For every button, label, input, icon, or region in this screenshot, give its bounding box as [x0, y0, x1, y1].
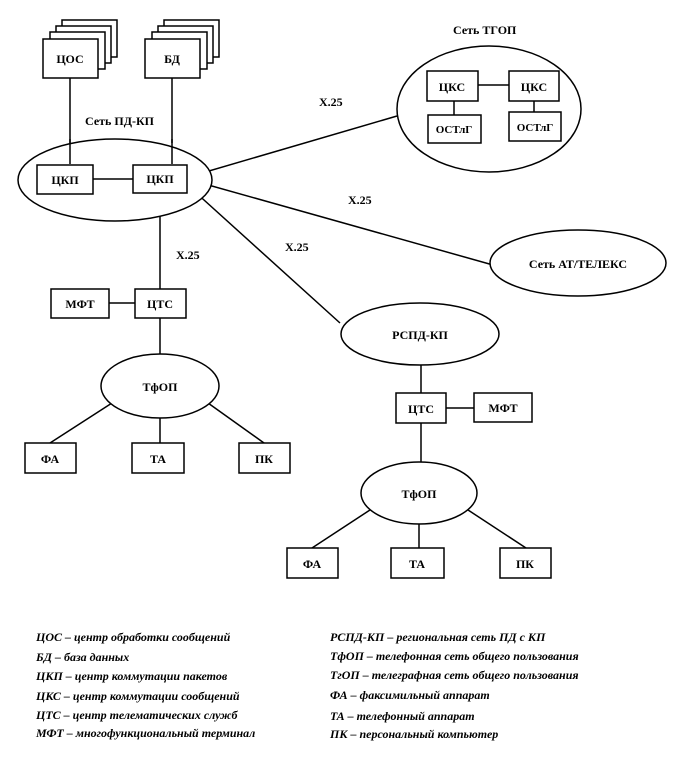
line-ckp-rspd	[182, 180, 341, 324]
line-tfop-pk-right	[464, 507, 527, 549]
legend-left-2: ЦКП – центр коммутации пакетов	[36, 669, 228, 683]
rspd-label: РСПД-КП	[392, 328, 448, 342]
ostlg-right-label: ОСТлГ	[517, 122, 554, 134]
net-pdkp-label: Сеть ПД-КП	[85, 114, 155, 128]
cts-left-label: ЦТС	[147, 297, 173, 311]
cos-label: ЦОС	[56, 52, 83, 66]
legend-right-3: ФА – факсимильный аппарат	[330, 688, 490, 702]
net-tgop-ellipse	[396, 45, 582, 173]
cts-right-box	[395, 392, 447, 424]
ta-left-box	[131, 442, 185, 474]
net-attelex-ellipse	[489, 229, 667, 297]
ckp-right-box	[132, 164, 188, 194]
cks-right-label: ЦКС	[521, 80, 547, 94]
legend-right-2: ТгОП – телеграфная сеть общего пользован…	[330, 668, 579, 682]
legend-right-0: РСПД-КП – региональная сеть ПД с КП	[330, 630, 546, 644]
fa-left-label: ФА	[41, 452, 60, 466]
mft-left-box	[50, 288, 110, 319]
net-tgop-label: Сеть ТГОП	[453, 23, 517, 37]
tfop-right-ellipse	[360, 461, 478, 525]
tfop-left-label: ТфОП	[143, 380, 179, 394]
x25-tgop-label: X.25	[319, 95, 343, 109]
bd-label: БД	[164, 52, 180, 66]
legend-right-5: ПК – персональный компьютер	[330, 727, 499, 741]
cks-right-box	[508, 70, 560, 102]
ta-right-label: ТА	[409, 557, 425, 571]
fa-right-box	[286, 547, 339, 579]
mft-right-box	[473, 392, 533, 423]
tfop-right-label: ТфОП	[402, 487, 438, 501]
ostlg-left-box	[427, 114, 482, 144]
pk-right-label: ПК	[516, 557, 534, 571]
legend-left-1: БД – база данных	[36, 650, 130, 664]
net-pdkp-ellipse	[17, 138, 213, 222]
x25-attelex-label: X.25	[348, 193, 372, 207]
bd-stack: БД	[144, 19, 220, 79]
legend-right-1: ТфОП – телефонная сеть общего пользовани…	[330, 649, 579, 663]
x25-rspd-label: X.25	[285, 240, 309, 254]
ta-right-box	[390, 547, 445, 579]
cks-left-box	[426, 70, 479, 102]
cts-left-box	[134, 288, 187, 319]
legend-right-4: ТА – телефонный аппарат	[330, 709, 475, 723]
ostlg-left-label: ОСТлГ	[436, 124, 473, 136]
legend-left-5: МФТ – многофункциональный терминал	[36, 726, 256, 740]
fa-left-box	[24, 442, 77, 474]
ckp-right-label: ЦКП	[146, 172, 174, 186]
legend-left-0: ЦОС – центр обработки сообщений	[36, 630, 231, 644]
legend-left-4: ЦТС – центр телематических служб	[36, 708, 238, 722]
line-tfop-pk-left	[207, 402, 265, 444]
mft-right-label: МФТ	[488, 401, 517, 415]
net-attelex-label: Сеть АТ/ТЕЛЕКС	[529, 257, 627, 271]
pk-right-box	[499, 547, 552, 579]
legend-left-3: ЦКС – центр коммутации сообщений	[36, 689, 240, 703]
ckp-left-box	[36, 164, 94, 195]
line-tfop-fa-left	[49, 402, 113, 444]
cts-right-label: ЦТС	[408, 402, 434, 416]
line-ckp-tgop	[184, 115, 398, 179]
fa-right-label: ФА	[303, 557, 322, 571]
cks-left-label: ЦКС	[439, 80, 465, 94]
line-tfop-fa-right	[311, 507, 374, 549]
pk-left-box	[238, 442, 291, 474]
line-ckp-attelex	[186, 178, 494, 266]
cos-stack: ЦОС	[42, 19, 118, 79]
x25-cts-label: X.25	[176, 248, 200, 262]
mft-left-label: МФТ	[65, 297, 94, 311]
ckp-left-label: ЦКП	[51, 173, 79, 187]
ta-left-label: ТА	[150, 452, 166, 466]
ostlg-right-box	[508, 111, 562, 142]
rspd-ellipse	[340, 302, 500, 366]
tfop-left-ellipse	[100, 353, 220, 419]
pk-left-label: ПК	[255, 452, 273, 466]
